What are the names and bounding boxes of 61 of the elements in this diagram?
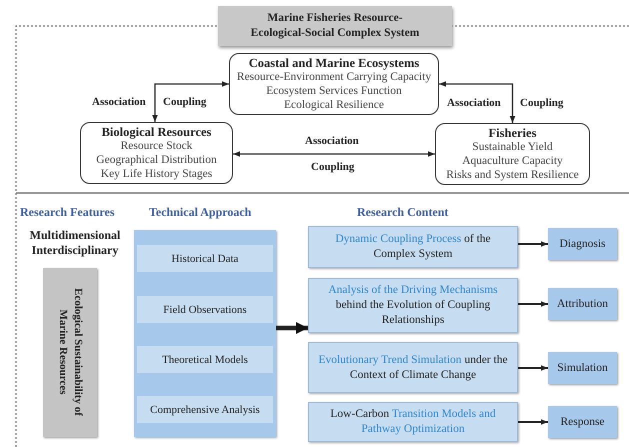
stage-box: [548, 352, 617, 384]
method-box: [137, 396, 273, 423]
stage-box: [548, 228, 617, 260]
method-box: [137, 296, 273, 323]
arrow: [233, 151, 435, 157]
box-item: Key Life History Stages: [100, 167, 214, 181]
stage-box: [548, 288, 617, 320]
box-label: Marine Fisheries Resource-Ecological-Social Complex System: [250, 11, 420, 41]
box-heading: Coastal and Marine Ecosystems: [248, 56, 420, 70]
relation-label: Coupling: [520, 97, 564, 109]
vertical-box: [43, 268, 97, 437]
arrow: [518, 365, 548, 371]
section-heading: Technical Approach: [149, 205, 252, 220]
box-item: Risks and System Resilience: [445, 168, 580, 182]
title-box: [218, 6, 452, 46]
box-item: Geographical Distribution: [95, 153, 218, 167]
approach-panel: [134, 230, 276, 437]
box-item: Ecosystem Services Function: [265, 84, 403, 98]
content-box: [308, 402, 518, 442]
arrow: [518, 419, 548, 425]
edge-label: Association: [305, 135, 359, 147]
arrow: [518, 301, 548, 307]
box-label: Comprehensive Analysis: [150, 404, 260, 416]
vertical-text: Ecological Sustainability of Marine Resources: [56, 286, 85, 418]
box-label: Theoretical Models: [162, 354, 248, 366]
content-text: Dynamic Coupling Process of the Complex System: [334, 232, 492, 262]
content-text: Low-Carbon Transition Models and Pathway Optimization: [329, 407, 497, 437]
rounded-box: [229, 53, 439, 115]
box-item: Sustainable Yield: [471, 140, 554, 154]
box-item: Resource Stock: [120, 139, 194, 153]
box-item: Resource-Environment Carrying Capacity: [236, 70, 432, 84]
box-label: Diagnosis: [560, 238, 606, 250]
box-label: Field Observations: [163, 304, 247, 316]
method-box: [137, 245, 273, 272]
section-heading: Research Content: [357, 205, 448, 220]
content-box: [308, 278, 518, 333]
relation-label: Coupling: [311, 161, 354, 173]
box-item: Ecological Resilience: [283, 98, 385, 112]
edge-label: Association: [447, 97, 501, 109]
relation-label: Coupling: [163, 96, 206, 108]
arrow: [439, 81, 516, 123]
content-text: Analysis of the Driving Mechanisms behind the Evolution of Coupling Relationships: [327, 283, 499, 328]
section-heading: Research Features: [20, 205, 115, 220]
rounded-box: [80, 122, 233, 184]
box-label: Simulation: [557, 362, 608, 374]
content-box: [308, 226, 518, 268]
edge-label: Association: [92, 96, 146, 108]
thick-arrow: [276, 322, 308, 334]
arrow: [152, 81, 229, 122]
box-label: Historical Data: [172, 252, 238, 264]
box-label: Response: [560, 416, 605, 428]
box-item: Aquaculture Capacity: [461, 154, 564, 168]
content-box: [308, 342, 518, 393]
box-heading: Fisheries: [488, 126, 538, 140]
stage-box: [548, 406, 617, 438]
box-label: Attribution: [556, 298, 608, 310]
rounded-box: [435, 123, 590, 185]
arrow: [518, 241, 548, 247]
method-box: [137, 346, 273, 373]
content-text: Evolutionary Trend Simulation under the Context of Climate Change: [317, 352, 509, 382]
box-heading: Biological Resources: [100, 125, 212, 139]
